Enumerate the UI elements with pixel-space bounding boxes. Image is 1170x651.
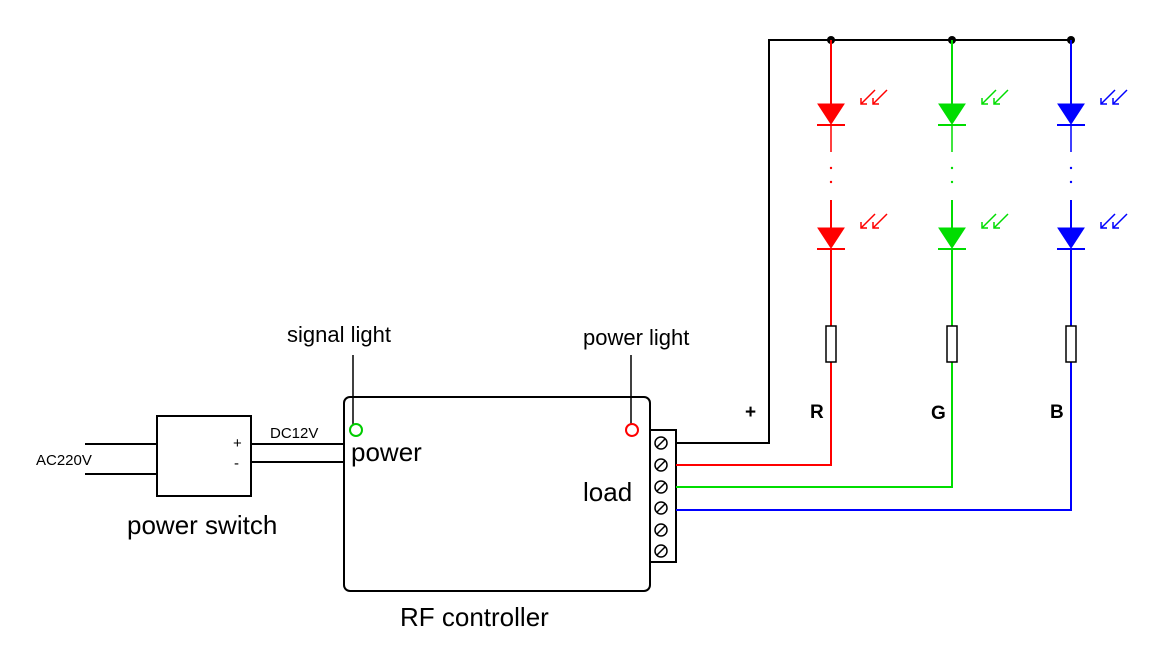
power-switch-box [156,415,252,497]
channel-b-label: B [1050,402,1064,423]
ellipsis-dot [1069,180,1073,184]
terminal-block [649,429,677,563]
power-switch-label: power switch [127,510,277,540]
resistor [946,325,958,363]
red-channel [817,40,888,363]
green-return-wire [676,362,953,488]
led-top [1057,89,1128,126]
led-top [817,89,888,126]
signal-light-label: signal light [287,322,391,347]
led-bottom [938,213,1009,250]
channel-g-label: G [931,403,946,424]
led-bottom [817,213,888,250]
ellipsis-dot [829,166,833,170]
ac-input-wires [85,443,157,475]
led-top [938,89,1009,126]
dc-output-wires [251,443,344,463]
ellipsis-dot [829,180,833,184]
positive-rail-wire [676,39,1071,444]
ellipsis-dot [950,180,954,184]
load-port-label: load [583,477,632,507]
power-light-label: power light [583,325,689,350]
red-return-wire [676,362,832,466]
green-channel [938,40,1009,363]
resistor [825,325,837,363]
ac220v-label: AC220V [36,452,92,469]
blue-channel [1057,40,1128,363]
ellipsis-dot [950,166,954,170]
positive-rail-label: + [745,402,756,423]
channel-r-label: R [810,402,824,423]
signal-light-indicator [349,423,363,437]
blue-return-wire [676,362,1072,511]
rf-controller-label: RF controller [400,602,549,632]
dc12v-label: DC12V [270,425,318,442]
ellipsis-dot [1069,166,1073,170]
power-light-indicator [625,423,639,437]
led-bottom [1057,213,1128,250]
power-port-label: power [351,437,422,467]
resistor [1065,325,1077,363]
plus-terminal-label: + [233,435,242,452]
minus-terminal-label: - [234,455,239,472]
